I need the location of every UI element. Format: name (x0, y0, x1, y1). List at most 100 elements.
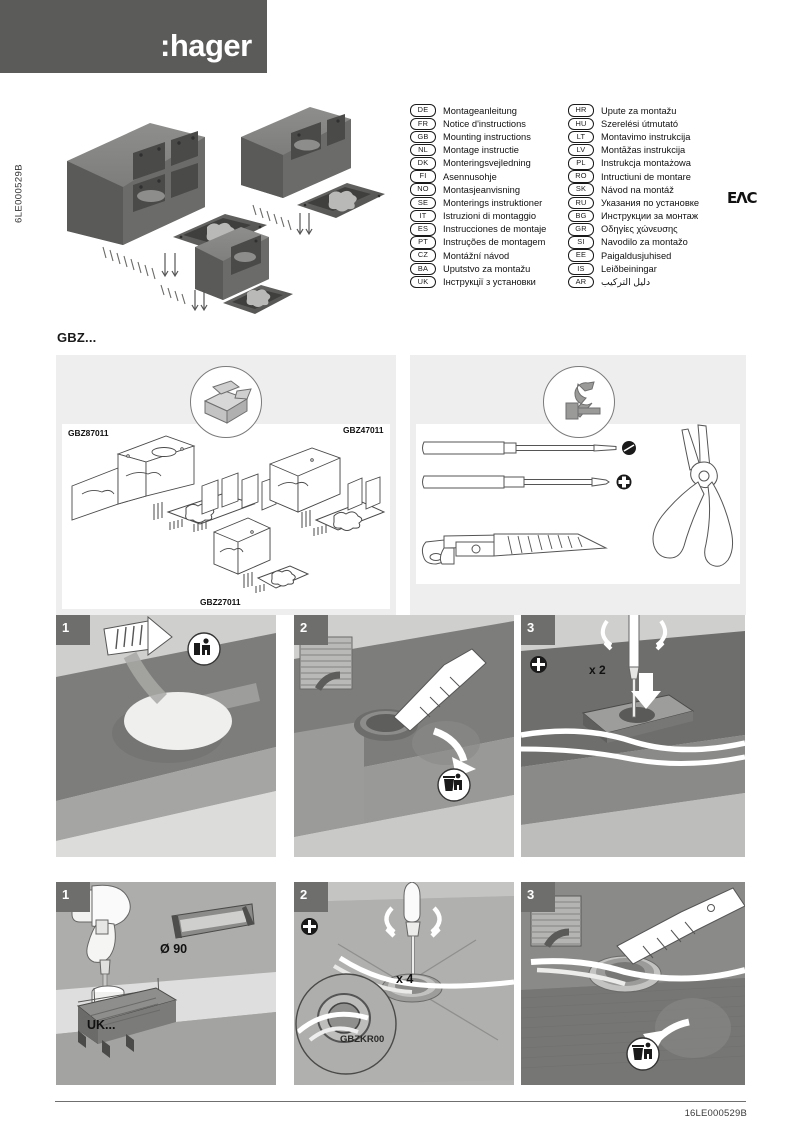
language-name: Navodilo za montažo (601, 237, 688, 248)
language-code-badge: EE (568, 249, 594, 262)
part-label-gbz47011: GBZ47011 (343, 425, 384, 435)
language-name: Instrucciones de montaje (443, 224, 547, 235)
step-panel-row1-2: 2 (294, 615, 514, 857)
peel-arrow-icon (103, 615, 173, 656)
language-row-sk: SK Návod na montáž (568, 183, 699, 196)
language-row-hu: HU Szerelési útmutató (568, 117, 699, 131)
phillips-screw-icon-row1-3 (530, 656, 547, 673)
language-name: Mounting instructions (443, 131, 531, 142)
step-badge-row1-3: 3 (521, 615, 555, 645)
hero-exploded-illustration (55, 95, 395, 325)
language-code-badge: IT (410, 209, 436, 223)
language-code-badge: SI (568, 236, 594, 249)
language-code-badge: HU (568, 117, 594, 131)
language-name: Montageanleitung (443, 105, 517, 116)
language-row-si: SI Navodilo za montažo (568, 236, 699, 249)
language-code-badge: DK (410, 157, 436, 170)
footer-document-code: 16LE000529B (684, 1108, 747, 1119)
language-code-badge: IS (568, 262, 594, 276)
language-code-badge: NO (410, 183, 436, 196)
language-code-badge: RU (568, 196, 594, 210)
step-badge-row2-2: 2 (294, 882, 328, 912)
language-name: Montāžas instrukcija (601, 145, 686, 156)
step-panel-row2-2: 2 x 4 GBZKR00 (294, 882, 514, 1085)
language-name: Montage instructie (443, 145, 519, 156)
product-family-title: GBZ... (57, 330, 97, 345)
cover-plate-small (223, 285, 293, 314)
language-name: Intructiuni de montare (601, 171, 691, 182)
language-name: Інструкції з установки (443, 277, 536, 288)
language-row-pt: PT Instruções de montagem (410, 236, 546, 249)
utility-knife (421, 533, 608, 565)
language-code-badge: PL (568, 157, 594, 170)
tools-icon-circle (543, 366, 615, 438)
language-name: Instruções de montagem (443, 237, 546, 248)
language-name: Инструкции за монтаж (601, 211, 699, 222)
cover-plate-right (297, 183, 385, 218)
language-name: Notice d'instructions (443, 118, 526, 129)
language-code-badge: PT (410, 236, 436, 249)
hager-logo: :hager (160, 28, 252, 63)
step-photo-2-3 (521, 882, 745, 1085)
parts-line-drawings (62, 424, 390, 609)
step-photo-2-2 (294, 882, 514, 1085)
knife-icon (393, 648, 487, 732)
language-code-badge: GR (568, 223, 594, 236)
language-code-badge: SK (568, 183, 594, 196)
package-box-icon (203, 380, 252, 424)
part-label-gbz27011: GBZ27011 (200, 597, 241, 607)
footer-divider (55, 1101, 746, 1102)
language-code-badge: BA (410, 262, 436, 276)
language-name: Instrukcja montażowa (601, 158, 691, 169)
language-code-badge: AR (568, 275, 594, 289)
arrows-left (161, 253, 179, 278)
language-name: Upute za montažu (601, 105, 677, 116)
language-code-badge: CZ (410, 249, 436, 262)
language-row-it: IT Istruzioni di montaggio (410, 209, 546, 223)
document-side-code: 6LE000529B (13, 164, 25, 223)
box-gbz87011-illustration (67, 123, 205, 245)
language-row-cz: CZ Montážní návod (410, 249, 546, 262)
step-panel-row1-1: 1 (56, 615, 276, 857)
language-name: Szerelési útmutató (601, 118, 678, 129)
language-name: دليل التركيب (601, 276, 651, 287)
tools-line-drawings (416, 424, 740, 584)
language-code-badge: SE (410, 196, 436, 210)
step-label-row2-1: UK... (87, 1018, 116, 1032)
language-code-badge: BG (568, 209, 594, 223)
language-name: Istruzioni di montaggio (443, 211, 537, 222)
language-code-badge: LT (568, 130, 594, 144)
language-name: Οδηγίες χώνευσης (601, 224, 678, 235)
step-label-row2-2: GBZKR00 (340, 1034, 385, 1045)
step-badge-row2-1: 1 (56, 882, 90, 912)
step-badge-row1-2: 2 (294, 615, 328, 645)
step-photo-1-1 (56, 615, 276, 857)
language-row-fi: FI Asennusohje (410, 170, 546, 183)
step-note-row2-2: x 4 (396, 972, 414, 986)
flat-screwdriver (422, 441, 636, 455)
eac-certification-mark: ΕΛC (727, 189, 757, 207)
screws-right (252, 204, 292, 231)
language-name: Asennusohje (443, 171, 497, 182)
language-name: Montážní návod (443, 250, 510, 261)
phillips-screwdriver (422, 474, 632, 490)
language-row-gr: GR Οδηγίες χώνευσης (568, 223, 699, 236)
language-code-badge: FI (410, 170, 436, 183)
language-name: Návod na montáž (601, 184, 674, 195)
step-photo-2-1 (56, 882, 276, 1085)
